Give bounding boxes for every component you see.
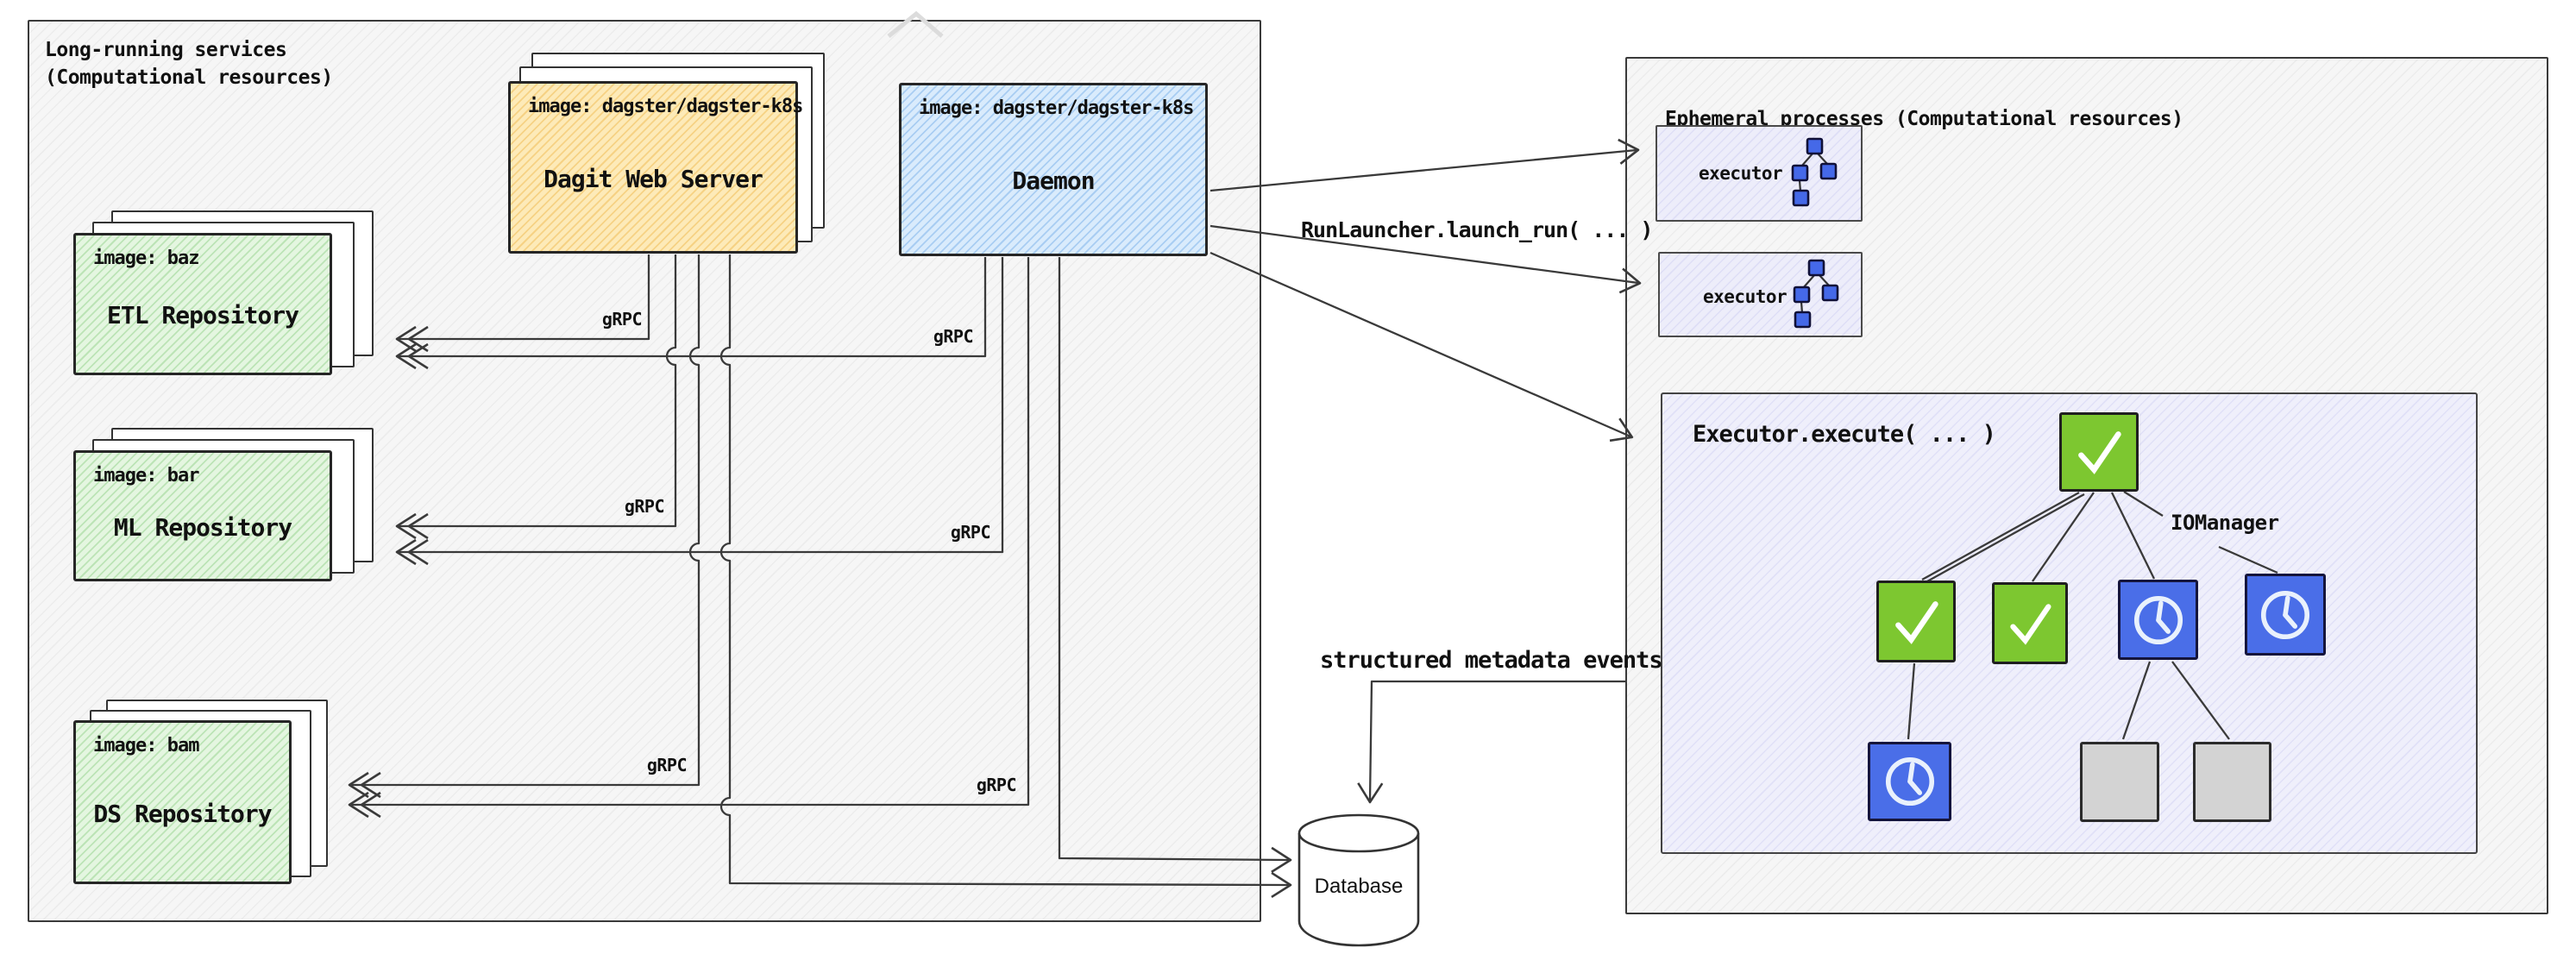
grpc-dagit-ds bbox=[348, 254, 701, 799]
grpc-label-daemon-ml: gRPC bbox=[950, 522, 991, 543]
left-panel-title-line2: (Computational resources) bbox=[45, 66, 333, 89]
tree-edge-root-child3 bbox=[2110, 492, 2156, 580]
launch-run-arrow-2 bbox=[1209, 224, 1642, 294]
mini-dag-icon bbox=[1793, 259, 1839, 329]
database-label: Database bbox=[1314, 875, 1404, 898]
grpc-label-daemon-etl: gRPC bbox=[933, 326, 974, 347]
ds-image-label: image: bam bbox=[93, 735, 199, 756]
metadata-events-arrow bbox=[1357, 680, 1627, 804]
step-node-clock-3 bbox=[1868, 742, 1951, 821]
step-node-pending-2 bbox=[2193, 742, 2271, 822]
executor-box-2: executor bbox=[1658, 252, 1863, 337]
run-launcher-label: RunLauncher.launch_run( ... ) bbox=[1301, 217, 1653, 242]
tree-edge-root-child1b bbox=[1926, 493, 2085, 583]
grpc-daemon-ml bbox=[395, 257, 1004, 566]
grpc-label-daemon-ds: gRPC bbox=[976, 775, 1017, 795]
check-icon bbox=[2078, 431, 2121, 474]
clock-icon bbox=[2133, 595, 2183, 644]
step-node-check-1 bbox=[1876, 581, 1956, 662]
grpc-daemon-etl bbox=[395, 257, 987, 370]
daemon-db-line bbox=[1058, 257, 1292, 873]
step-node-pending-1 bbox=[2080, 742, 2159, 822]
daemon-name: Daemon bbox=[1012, 166, 1095, 195]
ds-repository-box: image: bam DS Repository bbox=[73, 720, 292, 884]
step-node-clock-2 bbox=[2245, 574, 2326, 656]
etl-image-label: image: baz bbox=[93, 248, 199, 269]
grpc-label-dagit-etl: gRPC bbox=[601, 309, 643, 330]
etl-repository-box: image: baz ETL Repository bbox=[73, 233, 332, 375]
tree-edge-child3-grandchild2 bbox=[2121, 661, 2152, 740]
ml-image-label: image: bar bbox=[93, 465, 199, 486]
grpc-dagit-ml bbox=[395, 254, 677, 540]
tree-edge-root-iomanager bbox=[2123, 491, 2164, 517]
mini-dag-icon bbox=[1791, 137, 1838, 207]
grpc-label-dagit-ml: gRPC bbox=[624, 496, 665, 517]
grpc-dagit-etl bbox=[395, 254, 650, 353]
tree-edge-root-child1 bbox=[1921, 491, 2080, 581]
step-node-check-2 bbox=[1992, 582, 2068, 664]
tree-edge-root-child2 bbox=[2032, 492, 2095, 582]
step-node-root-check bbox=[2059, 412, 2139, 492]
daemon-image-label: image: dagster/dagster-k8s bbox=[919, 97, 1194, 119]
clock-icon bbox=[2260, 590, 2310, 639]
etl-repo-name: ETL Repository bbox=[106, 301, 299, 330]
tree-edge-iomanager-child4 bbox=[2218, 545, 2278, 574]
tree-edge-child1-grandchild1 bbox=[1907, 662, 1916, 740]
left-panel-title-line1: Long-running services bbox=[45, 39, 287, 61]
iomanager-label: IOManager bbox=[2171, 511, 2279, 535]
daemon-box: image: dagster/dagster-k8s Daemon bbox=[899, 83, 1208, 256]
grpc-daemon-ds bbox=[348, 257, 1030, 819]
clock-icon bbox=[1885, 756, 1934, 807]
executor-2-label: executor bbox=[1703, 286, 1787, 307]
step-node-clock-1 bbox=[2118, 580, 2198, 660]
left-panel-title: Long-running services (Computational res… bbox=[45, 36, 333, 91]
grpc-label-dagit-ds: gRPC bbox=[646, 755, 688, 775]
dagit-name: Dagit Web Server bbox=[543, 164, 763, 193]
metadata-events-label: structured metadata events bbox=[1320, 647, 1663, 674]
check-icon bbox=[2010, 603, 2051, 645]
dagit-image-label: image: dagster/dagster-k8s bbox=[528, 96, 803, 117]
check-icon bbox=[1895, 600, 1938, 644]
executor-execute-title: Executor.execute( ... ) bbox=[1693, 421, 1996, 448]
database-cylinder bbox=[1297, 813, 1420, 947]
launch-run-arrow-1 bbox=[1209, 138, 1640, 192]
ml-repo-name: ML Repository bbox=[113, 512, 292, 542]
tree-edge-child3-grandchild3 bbox=[2171, 661, 2230, 740]
ds-repo-name: DS Repository bbox=[93, 799, 272, 828]
sketch-mark bbox=[887, 10, 944, 38]
executor-1-label: executor bbox=[1699, 163, 1783, 184]
ml-repository-box: image: bar ML Repository bbox=[73, 450, 332, 581]
dagit-web-server-box: image: dagster/dagster-k8s Dagit Web Ser… bbox=[508, 81, 803, 254]
executor-box-1: executor bbox=[1656, 125, 1863, 222]
launch-run-arrow-3 bbox=[1209, 251, 1634, 442]
